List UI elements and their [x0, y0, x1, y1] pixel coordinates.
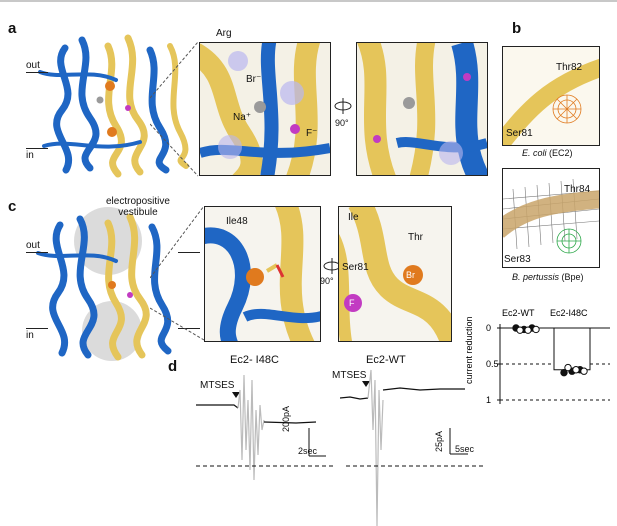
reduction-bar: [553, 327, 591, 371]
data-point: [516, 326, 524, 334]
rotation-label-a: 90°: [335, 118, 349, 128]
current-trace-ec2-i48c: [196, 374, 336, 481]
ser83-label: Ser83: [504, 254, 531, 265]
mtses-label-1: MTSES: [200, 380, 235, 391]
fluoride-label-a: F⁻: [306, 128, 318, 139]
bromide-label-c2: Br: [406, 270, 415, 280]
vestibule-label: electropositive vestibule: [106, 196, 170, 218]
trace1-scale-x: 2sec: [298, 446, 318, 456]
zoom-lines-a: [150, 41, 199, 177]
ile-label-c2: Ile: [348, 212, 359, 223]
mtses-arrow-1: [232, 392, 240, 398]
sodium-label-a: Na⁺: [233, 112, 252, 123]
ser81-label-c2: Ser81: [342, 262, 369, 273]
data-point: [572, 366, 580, 374]
data-point: [580, 367, 588, 375]
zoom-box-a1: [199, 42, 331, 176]
data-point: [564, 363, 572, 372]
zoom-lines-c: [150, 205, 205, 341]
membrane-in-label-a: in: [26, 150, 34, 161]
panel-label-d: d: [168, 358, 178, 375]
panel-label-a: a: [8, 20, 17, 37]
ser81-label-b: Ser81: [506, 128, 533, 139]
arg-label: Arg: [216, 28, 232, 39]
membrane-line-in-a: [26, 148, 48, 149]
data-point: [524, 326, 532, 334]
trace1-scale-y: 200pA: [281, 405, 291, 432]
membrane-line-out-c-right: [178, 252, 200, 253]
panel-label-b: b: [512, 20, 522, 37]
membrane-out-label-a: out: [26, 60, 40, 71]
fluoride-label-c2: F: [349, 298, 355, 308]
current-reduction-chart: current reduction 0 0.5 1 Ec2-WT Ec2-I48C: [464, 308, 610, 405]
y-tick-label: 0: [486, 323, 491, 333]
mtses-label-2: MTSES: [332, 370, 367, 381]
thr82-label: Thr82: [556, 62, 583, 73]
species-caption-bpe: B. pertussis (Bpe): [512, 272, 584, 282]
membrane-in-label-c: in: [26, 330, 34, 341]
trace2-scale-y: 25pA: [434, 430, 444, 452]
rotation-icon-a: [333, 96, 353, 116]
trace2-scale-x: 5sec: [455, 444, 475, 454]
transporter-structure-image: [38, 34, 189, 178]
rotation-label-c: 90°: [320, 276, 334, 286]
y-tick-label: 1: [486, 395, 491, 405]
bromide-label-a: Br⁻: [246, 74, 262, 85]
chart-ylabel: current reduction: [464, 316, 474, 384]
top-rule: [0, 0, 617, 2]
membrane-line-out-c: [26, 252, 48, 253]
membrane-line-in-c-right: [178, 328, 200, 329]
mtses-arrow-2: [362, 381, 370, 387]
zoom-box-a2: [356, 42, 488, 176]
zoom-box-c1: [204, 206, 321, 342]
panel-label-c: c: [8, 198, 17, 215]
y-tick-label: 0.5: [486, 359, 499, 369]
ile48-label: Ile48: [226, 216, 248, 227]
membrane-out-label-c: out: [26, 240, 40, 251]
category-label: Ec2-I48C: [550, 308, 588, 318]
trace1-title: Ec2- I48C: [230, 354, 279, 366]
trace2-title: Ec2-WT: [366, 354, 406, 366]
thr84-label: Thr84: [564, 184, 591, 195]
density-box-ec2: [502, 46, 600, 146]
thr-label-c2: Thr: [408, 232, 423, 243]
category-label: Ec2-WT: [502, 308, 535, 318]
data-point: [560, 368, 568, 377]
data-point: [532, 325, 540, 334]
current-trace-ec2-wt: [340, 369, 486, 526]
species-caption-ec2: E. coli (EC2): [522, 148, 573, 158]
density-box-bpe: [502, 168, 600, 268]
panel-a-overview: [20, 28, 200, 178]
membrane-line-in-c: [26, 328, 48, 329]
membrane-line-out-a: [26, 72, 48, 73]
panel-c-overview: [20, 195, 200, 363]
zoom-box-c2: [338, 206, 452, 342]
